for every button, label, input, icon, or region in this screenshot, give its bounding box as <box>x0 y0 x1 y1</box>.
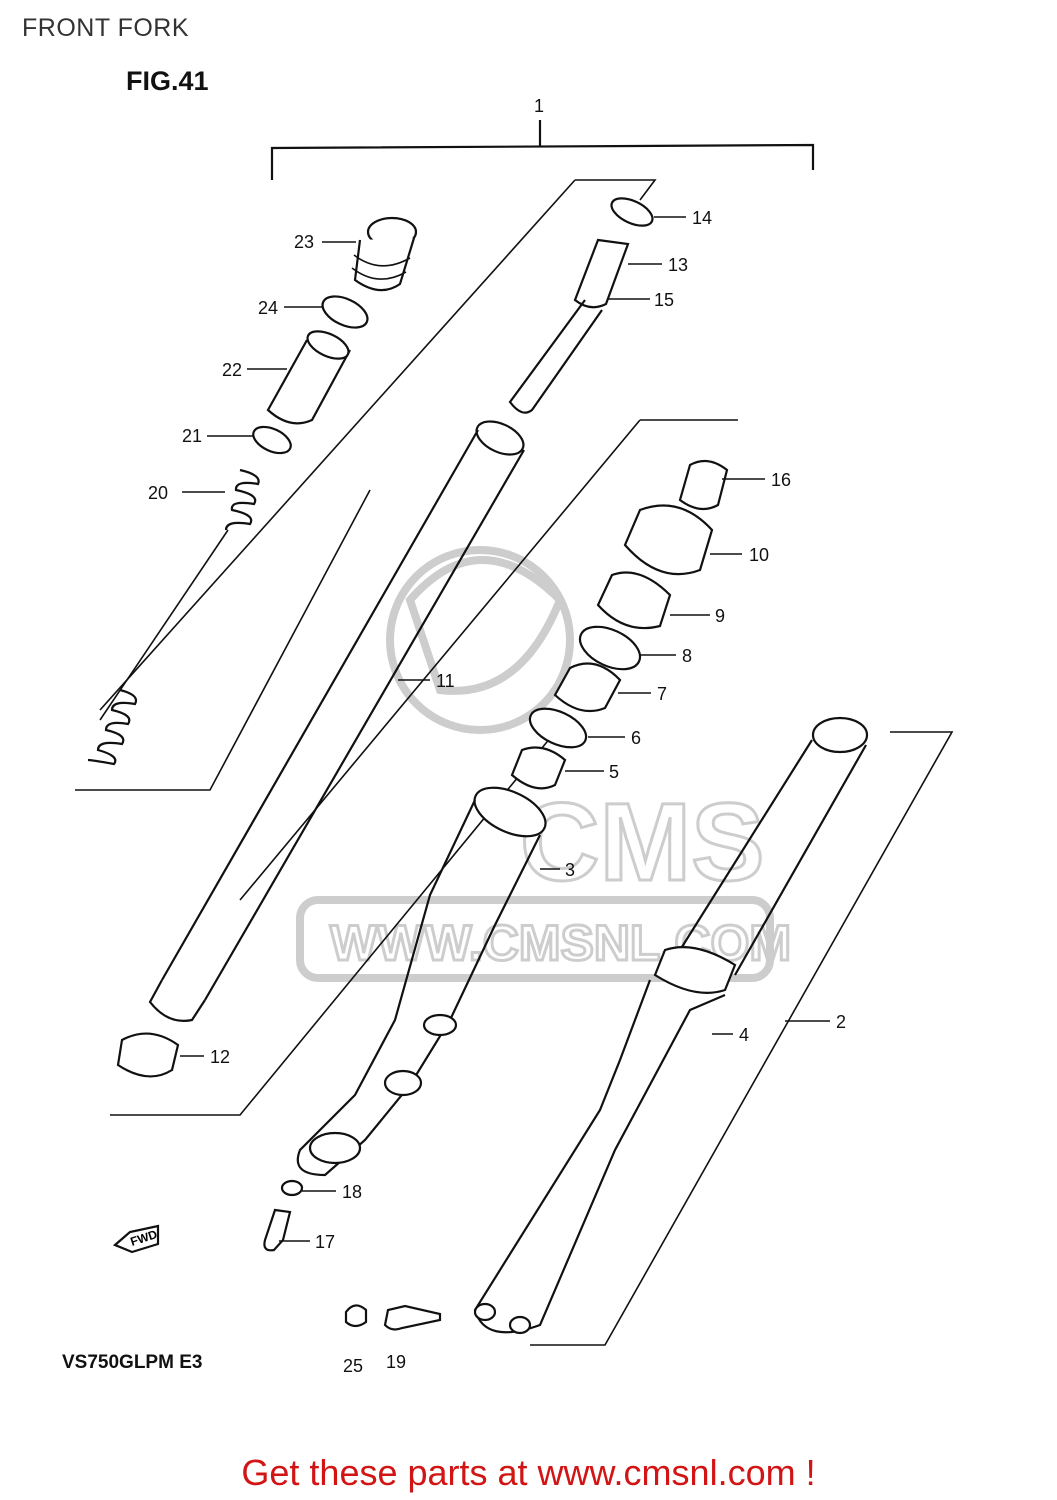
left-group-outline <box>75 179 657 791</box>
washer-18-part <box>280 1179 304 1197</box>
watermark-brand: CMS <box>520 781 764 904</box>
drain-bolt-19-part <box>383 1304 442 1331</box>
o-ring-part <box>321 295 369 329</box>
callout-10: 10 <box>749 545 769 565</box>
model-code: VS750GLPM E3 <box>62 1352 203 1373</box>
callout-4: 4 <box>739 1025 749 1045</box>
guide-bushing-part <box>116 1032 180 1078</box>
parts-diagram: CMS WWW.CMSNL.COM <box>75 96 954 1376</box>
forward-arrow: FWD <box>112 1224 159 1254</box>
bolt-17-part <box>263 1208 292 1252</box>
figure-label: FIG.41 <box>126 66 209 96</box>
inner-tube-part <box>148 420 525 1022</box>
callout-6: 6 <box>631 728 641 748</box>
watermark: CMS WWW.CMSNL.COM <box>296 546 793 982</box>
callout-22: 22 <box>222 360 242 380</box>
callout-21: 21 <box>182 426 202 446</box>
callout-7: 7 <box>657 684 667 704</box>
leader-lines <box>180 216 830 1242</box>
callout-16: 16 <box>771 470 791 490</box>
callout-19: 19 <box>386 1352 406 1372</box>
spring-part <box>87 468 260 766</box>
callout-3: 3 <box>565 860 575 880</box>
cap-25-part <box>344 1304 368 1328</box>
callout-numbers: 1 2 3 4 5 6 7 8 9 10 11 12 13 14 15 16 1… <box>148 96 846 1376</box>
page-title: FRONT FORK <box>22 14 190 42</box>
callout-5: 5 <box>609 762 619 782</box>
callout-25: 25 <box>343 1356 363 1376</box>
callout-8: 8 <box>682 646 692 666</box>
callout-12: 12 <box>210 1047 230 1067</box>
fork-assembly-part <box>473 716 869 1335</box>
right-group-outline <box>530 731 954 1346</box>
outer-tube-part <box>296 786 547 1177</box>
callout-9: 9 <box>715 606 725 626</box>
callout-23: 23 <box>294 232 314 252</box>
spacer-part <box>266 330 351 425</box>
footer-cta[interactable]: Get these parts at www.cmsnl.com ! <box>241 1452 816 1493</box>
cap-bolt-part <box>351 216 418 292</box>
callout-11: 11 <box>436 671 455 691</box>
callout-1: 1 <box>534 96 544 116</box>
assembly-bracket <box>270 120 815 180</box>
callout-2: 2 <box>836 1012 846 1032</box>
callout-15: 15 <box>654 290 674 310</box>
callout-17: 17 <box>315 1232 335 1252</box>
damper-rod-part <box>508 197 654 414</box>
callout-13: 13 <box>668 255 688 275</box>
callout-20: 20 <box>148 483 168 503</box>
callout-18: 18 <box>342 1182 362 1202</box>
seal-stack-parts <box>510 459 729 790</box>
callout-14: 14 <box>692 208 712 228</box>
callout-24: 24 <box>258 298 278 318</box>
middle-group-outline <box>110 419 738 1116</box>
washer-part <box>252 425 292 455</box>
